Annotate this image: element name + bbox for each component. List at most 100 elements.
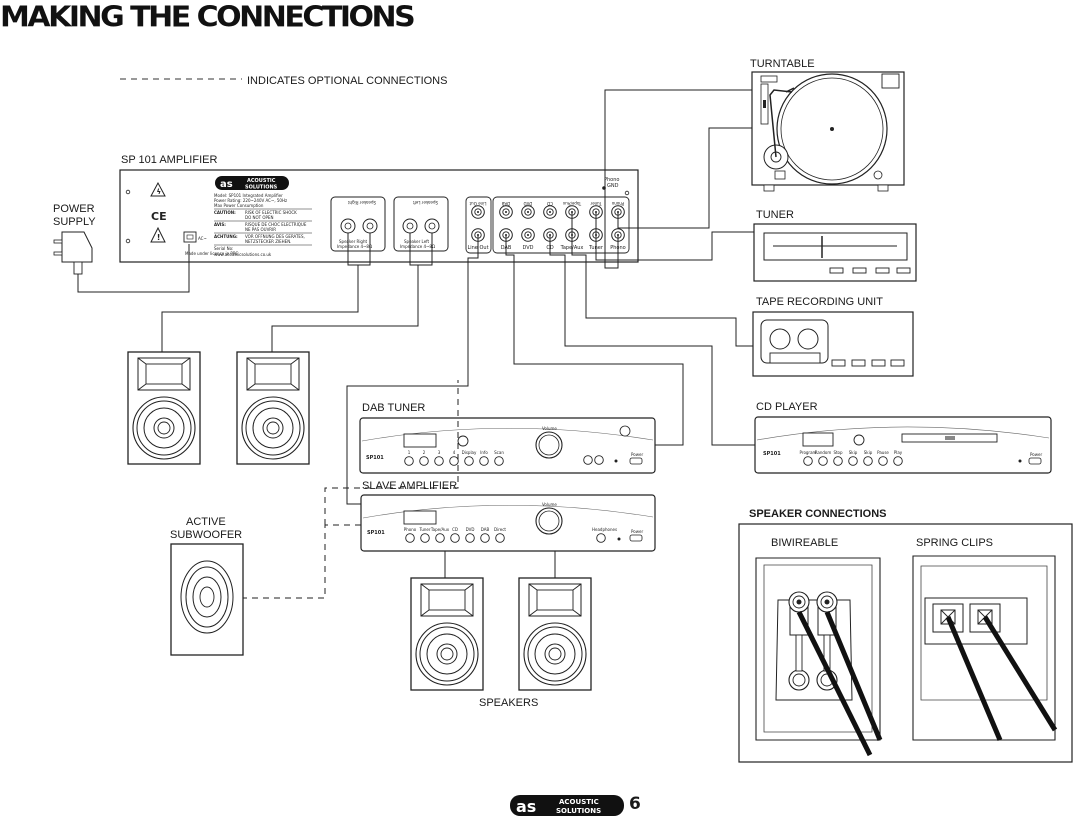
legend-text: INDICATES OPTIONAL CONNECTIONS (247, 75, 447, 87)
rca-jack-top-1[interactable] (471, 205, 485, 219)
speaker-right-pos-terminal[interactable] (340, 218, 356, 234)
dab-button-label: 3 (438, 450, 441, 455)
jack-label-top: Tuner (590, 201, 602, 206)
headphones-jack[interactable] (596, 533, 606, 543)
tape-unit-label: TAPE RECORDING UNIT (756, 296, 883, 308)
dab-button-4[interactable] (449, 456, 459, 466)
dab-button-1[interactable] (404, 456, 414, 466)
optional-subwoofer-cable (243, 524, 361, 599)
svg-text:Max Power Consumption: Max Power Consumption (214, 203, 264, 208)
slave-power-button[interactable] (629, 534, 643, 542)
svg-text:Headphones: Headphones (592, 527, 617, 532)
slave-button-3[interactable] (435, 533, 445, 543)
speaker-right-neg-terminal[interactable] (362, 218, 378, 234)
speaker-left-pos-terminal[interactable] (402, 218, 418, 234)
slave-button-7[interactable] (495, 533, 505, 543)
amp-brand-logo (215, 176, 289, 190)
svg-text:as: as (220, 179, 233, 190)
footer-brand-logo: as ACOUSTIC SOLUTIONS (510, 795, 624, 816)
svg-text:Speaker Right: Speaker Right (347, 200, 376, 205)
power-inlet[interactable] (183, 231, 197, 243)
optional-line-out-cable (324, 380, 459, 525)
svg-text:Volume: Volume (542, 502, 557, 507)
speaker-right-main (236, 351, 310, 465)
svg-text:Serial No:: Serial No: (214, 246, 233, 251)
dab-button-5[interactable] (464, 456, 474, 466)
cd-button-1[interactable] (803, 456, 813, 466)
rca-jack-top-3[interactable] (521, 205, 535, 219)
svg-text:AC~: AC~ (198, 236, 207, 241)
warning-triangle-icon (150, 181, 166, 197)
cd-button-4[interactable] (848, 456, 858, 466)
svg-text:AVIS:: AVIS: (214, 222, 226, 227)
turntable-label: TURNTABLE (750, 58, 815, 70)
dab-button-label: Scan (494, 450, 504, 455)
speaker-left-main (127, 351, 201, 465)
cd-button-label: Play (894, 450, 903, 455)
dab-power-button[interactable] (629, 457, 643, 465)
slave-button-label: Phono (404, 527, 417, 532)
svg-text:Impedance 4~8Ω: Impedance 4~8Ω (337, 244, 372, 249)
slave-button-2[interactable] (420, 533, 430, 543)
dab-button-label: Info (480, 450, 488, 455)
slave-button-label: DAB (481, 527, 490, 532)
dab-button-2[interactable] (419, 456, 429, 466)
slave-button-1[interactable] (405, 533, 415, 543)
tuner-label: TUNER (756, 209, 794, 221)
amplifier-label: SP 101 AMPLIFIER (121, 154, 217, 166)
made-in-text: Made under licence in PRC (185, 251, 238, 256)
cd-button-3[interactable] (833, 456, 843, 466)
spring-clips-label: SPRING CLIPS (916, 537, 993, 549)
jack-label-bottom: DVD (522, 245, 533, 251)
svg-text:DO NOT OPEN: DO NOT OPEN (245, 215, 273, 220)
slave-button-label: Tape/Aux (430, 527, 450, 532)
page-number: 6 (629, 794, 641, 814)
svg-text:VOR OFFNUNG DES GERATES,: VOR OFFNUNG DES GERATES, (245, 234, 305, 239)
cd-button-5[interactable] (863, 456, 873, 466)
speaker-right-slave (518, 577, 592, 691)
slave-button-5[interactable] (465, 533, 475, 543)
power-cable (77, 244, 190, 293)
dab-button-6[interactable] (479, 456, 489, 466)
cd-power-button[interactable] (1028, 457, 1042, 465)
svg-text:Power: Power (631, 452, 643, 457)
dab-tuner-label: DAB TUNER (362, 402, 425, 414)
rca-jack-top-2[interactable] (499, 205, 513, 219)
power-supply-label-line1: POWER (53, 203, 95, 215)
jack-label-top: DAB (502, 201, 511, 206)
dab-button-3[interactable] (434, 456, 444, 466)
svg-text:Speaker Left: Speaker Left (404, 239, 429, 244)
slave-button-6[interactable] (480, 533, 490, 543)
svg-text:Phono: Phono (604, 177, 619, 183)
svg-text:SP101: SP101 (366, 455, 384, 461)
rca-jack-bottom-3[interactable] (521, 228, 535, 242)
svg-text:SOLUTIONS: SOLUTIONS (556, 807, 601, 815)
svg-text:NETZSTECKER ZIEHEN.: NETZSTECKER ZIEHEN. (245, 239, 291, 244)
cd-button-label: Stop (833, 450, 843, 455)
caution-triangle-icon (150, 226, 166, 243)
svg-text:CAUTION:: CAUTION: (214, 210, 236, 215)
svg-text:as: as (516, 797, 536, 816)
svg-text:SOLUTIONS: SOLUTIONS (245, 185, 278, 191)
dab-button-7[interactable] (494, 456, 504, 466)
dab-button-label: 4 (453, 450, 456, 455)
rca-jack-top-4[interactable] (543, 205, 557, 219)
subwoofer-label-line2: SUBWOOFER (170, 529, 242, 541)
spring-clip-terminals-illustration (912, 555, 1058, 741)
speaker-left-terminals (393, 196, 449, 252)
speaker-left-neg-terminal[interactable] (424, 218, 440, 234)
svg-text:Power Rating: 220~240V AC~, 50: Power Rating: 220~240V AC~, 50Hz (214, 198, 287, 203)
speaker-connections-panel: BIWIREABLE SPRING CLIPS (738, 523, 1073, 763)
speaker-connections-title: SPEAKER CONNECTIONS (749, 508, 887, 520)
svg-text:www.acousticsolutions.co.uk: www.acousticsolutions.co.uk (214, 252, 272, 257)
slave-button-4[interactable] (450, 533, 460, 543)
cd-button-label: Skip (864, 450, 873, 455)
subwoofer-label-line1: ACTIVE (186, 516, 226, 528)
cd-button-7[interactable] (893, 456, 903, 466)
cd-button-6[interactable] (878, 456, 888, 466)
svg-text:ACOUSTIC: ACOUSTIC (559, 798, 599, 806)
biwireable-terminals-illustration (755, 557, 883, 757)
cd-button-2[interactable] (818, 456, 828, 466)
